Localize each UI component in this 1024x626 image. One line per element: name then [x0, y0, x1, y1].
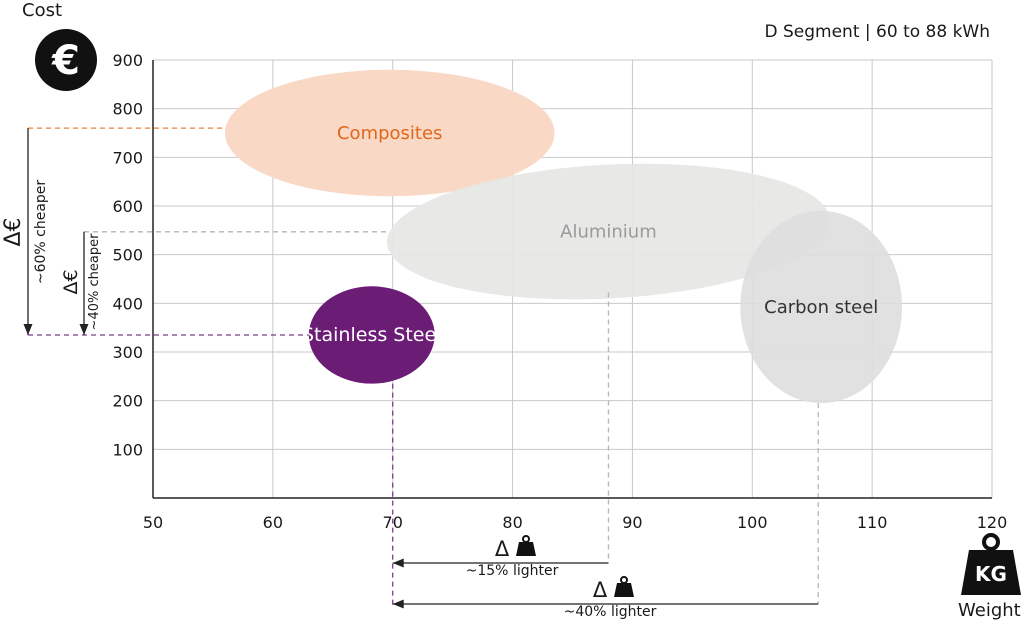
arrow-cost-60-head [23, 323, 33, 335]
weight-small-ring [522, 535, 530, 543]
y-tick-label: 800 [112, 100, 143, 119]
arrow-cost-60 [23, 128, 33, 335]
cost-60-symbol: Δ€ [1, 217, 26, 246]
x-tick-label: 120 [977, 513, 1008, 532]
y-tick-label: 500 [112, 246, 143, 265]
arrow-weight-40 [392, 599, 819, 609]
cost-40-symbol: Δ€ [60, 269, 82, 294]
x-tick-label: 80 [502, 513, 522, 532]
x-tick-label: 90 [622, 513, 642, 532]
region-shape-aluminium [386, 163, 830, 300]
x-axis-label: Weight [958, 600, 1021, 621]
kg-weight-icon: KG [961, 533, 1021, 595]
y-axis-label: Cost [22, 0, 63, 21]
arrow-weight-40-head [392, 599, 404, 609]
arrow-weight-15 [392, 558, 609, 568]
weight-15-symbol: Δ [495, 537, 510, 561]
weight-40-symbol: Δ [593, 578, 608, 602]
svg-text:€: € [51, 38, 80, 84]
weight-small-ring [620, 576, 628, 584]
cost-40-text: ~40% cheaper [87, 233, 102, 331]
region-shape-stainless-steel [308, 286, 435, 384]
x-tick-label: 100 [737, 513, 768, 532]
tick-labels: 100 200 300 400 500 600 700 800 900 50 60 70 80 90 100… [112, 51, 1007, 532]
y-tick-label: 400 [112, 294, 143, 313]
segment-label: D Segment | 60 to 88 kWh [764, 22, 991, 42]
region-shape-composites [224, 69, 555, 197]
region-carbon-steel: Carbon steel [740, 210, 903, 404]
region-shape-carbon-steel [740, 210, 903, 404]
svg-text:KG: KG [975, 562, 1007, 586]
cost-60-text: ~60% cheaper [33, 180, 49, 285]
region-label-composites: Composites [337, 123, 442, 144]
guide-lines [28, 127, 819, 606]
arrow-weight-15-head [392, 558, 404, 568]
arrow-cost-40-head [79, 323, 89, 335]
arrow-cost-40 [79, 231, 89, 335]
region-label-stainless-steel: Stainless Steel [302, 324, 441, 346]
x-tick-label: 70 [383, 513, 403, 532]
y-tick-label: 600 [112, 197, 143, 216]
region-label-carbon-steel: Carbon steel [764, 297, 878, 318]
x-tick-label: 60 [263, 513, 283, 532]
x-tick-label: 50 [143, 513, 163, 532]
region-stainless-steel: Stainless Steel [302, 286, 441, 384]
x-tick-label: 110 [857, 513, 888, 532]
axes [152, 60, 992, 499]
weight-small-icon [614, 576, 634, 597]
weight-small-icon [516, 535, 536, 556]
y-tick-label: 200 [112, 392, 143, 411]
weight-small-body [614, 583, 634, 597]
region-aluminium: Aluminium [386, 163, 830, 300]
weight-small-body [516, 542, 536, 556]
region-composites: Composites [224, 69, 555, 197]
region-label-aluminium: Aluminium [560, 222, 657, 243]
y-tick-label: 300 [112, 343, 143, 362]
weight-15-text: ~15% lighter [466, 563, 559, 579]
y-tick-label: 100 [112, 440, 143, 459]
weight-40-text: ~40% lighter [564, 604, 657, 620]
y-tick-label: 700 [112, 148, 143, 167]
y-tick-label: 900 [112, 51, 143, 70]
euro-icon: € [35, 29, 97, 91]
